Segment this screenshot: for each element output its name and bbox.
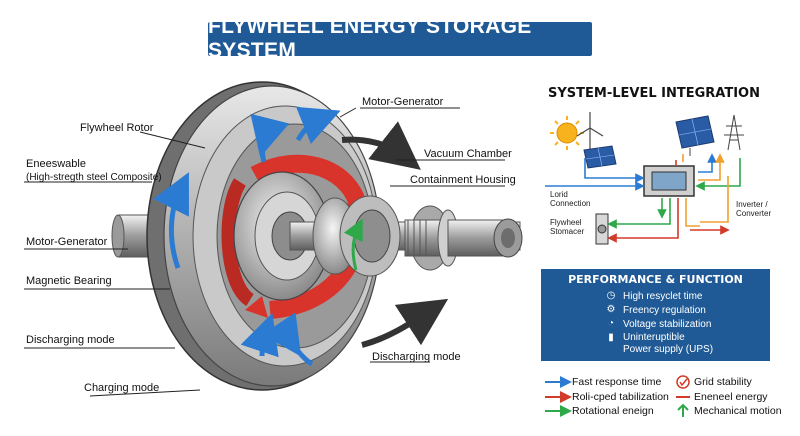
label-converter: Converter bbox=[736, 209, 772, 218]
system-integration-title: SYSTEM-LEVEL INTEGRATION bbox=[548, 86, 760, 101]
label-renewable-detail: (High-stregth steel Composite) bbox=[26, 172, 162, 183]
legend-item: Roli-cped tabilization bbox=[572, 391, 669, 403]
legend-item: Fast response time bbox=[572, 376, 662, 388]
label-flywheel-rotor: Flywheel Rotor bbox=[80, 122, 154, 134]
gears-icon: ⚙ bbox=[606, 304, 616, 315]
rotation-arrow-left bbox=[153, 172, 189, 269]
legend-item: Rotational eneign bbox=[572, 405, 654, 417]
label-storage: Stomacer bbox=[550, 227, 585, 236]
performance-item: Power supply (UPS) bbox=[623, 344, 714, 355]
performance-title: PERFORMANCE & FUNCTION bbox=[568, 273, 743, 286]
label-inverter: Inverter / bbox=[736, 200, 768, 209]
sun-icon bbox=[550, 116, 584, 150]
label-vacuum-chamber: Vacuum Chamber bbox=[424, 148, 512, 160]
page-title: FLYWHEEL ENERGY STORAGE SYSTEM bbox=[208, 15, 532, 62]
containment-housing bbox=[404, 205, 523, 271]
label-grid: Lorid bbox=[550, 190, 568, 199]
solar-array-icon bbox=[675, 115, 715, 156]
vacuum-chamber-arrow bbox=[341, 121, 421, 170]
legend-item: Grid stability bbox=[694, 376, 752, 388]
gauge-icon: ◔ bbox=[607, 318, 615, 329]
performance-item: Freency regulation bbox=[623, 305, 706, 316]
system-schematic bbox=[545, 112, 744, 245]
performance-item: Voltage stabilization bbox=[623, 319, 712, 330]
label-motor-generator-left: Motor-Generator bbox=[26, 236, 108, 248]
label-discharging-mode-right: Discharging mode bbox=[372, 351, 461, 363]
left-leader-lines bbox=[24, 131, 206, 397]
solar-panel-icon bbox=[583, 145, 617, 169]
rotation-arrow-top-1 bbox=[250, 113, 290, 163]
right-leader-lines bbox=[339, 107, 505, 363]
label-magnetic-bearing: Magnetic Bearing bbox=[26, 275, 112, 287]
housing-green-arrow bbox=[343, 218, 363, 271]
performance-item: High resyclet time bbox=[623, 291, 703, 302]
label-flywheel-storage: Flywheel bbox=[550, 218, 582, 227]
label-containment-housing: Containment Housing bbox=[410, 174, 516, 186]
label-charging-mode: Charging mode bbox=[84, 382, 160, 394]
legend-markers bbox=[545, 375, 690, 417]
legend-item: Mechanical motion bbox=[694, 405, 782, 417]
label-motor-generator-right: Motor-Generator bbox=[362, 96, 444, 108]
performance-panel: PERFORMANCE & FUNCTION ◷ High resyclet t… bbox=[541, 269, 770, 361]
label-grid-connection: Connection bbox=[550, 199, 591, 208]
discharging-arrow-right bbox=[361, 298, 449, 348]
inverter-unit-icon bbox=[643, 165, 695, 197]
performance-item: Uninteruptible bbox=[623, 332, 685, 343]
clock-icon: ◷ bbox=[606, 290, 616, 301]
battery-icon: ▮ bbox=[608, 332, 614, 343]
rotation-arrow-top-2 bbox=[295, 106, 341, 145]
title-banner: FLYWHEEL ENERGY STORAGE SYSTEM bbox=[208, 15, 592, 62]
rotation-arrow-bottom-2 bbox=[262, 312, 314, 367]
rotor-hub bbox=[233, 171, 331, 301]
legend-item: Eneneel energy bbox=[694, 391, 768, 403]
label-discharging-mode-left: Discharging mode bbox=[26, 334, 115, 346]
label-renewable: Eneeswable bbox=[26, 158, 86, 170]
transmission-tower-icon bbox=[724, 114, 744, 151]
flywheel-storage-icon bbox=[595, 213, 609, 245]
